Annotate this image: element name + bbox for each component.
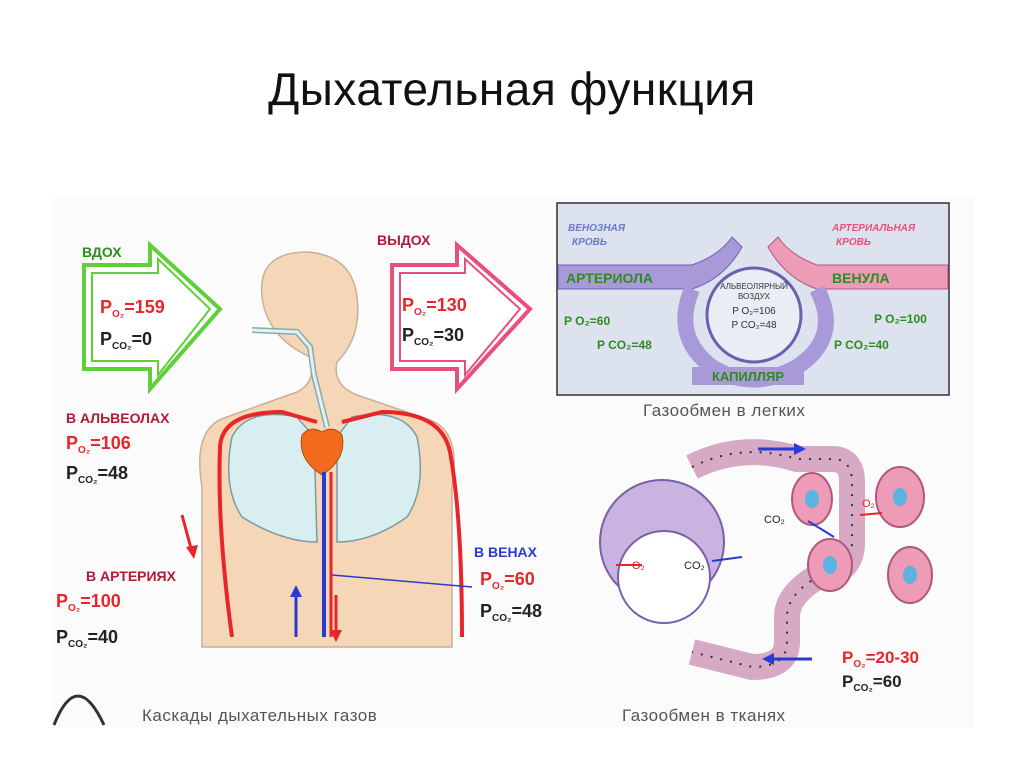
arteriole-po2: P O₂=60 bbox=[564, 314, 610, 328]
veins-values: В ВЕНАХ PO₂=60 PCO₂=48 bbox=[474, 544, 542, 624]
heart bbox=[300, 428, 344, 476]
alveolar-pco2: P CO₂=48 bbox=[731, 320, 777, 331]
flow-arrow-bottom-head bbox=[762, 653, 774, 665]
alveolus-cavity bbox=[617, 530, 711, 624]
arteriole-label: АРТЕРИОЛА bbox=[566, 270, 653, 286]
arterial-blood-label: АРТЕРИАЛЬНАЯ bbox=[831, 223, 916, 234]
alveoli-label: В АЛЬВЕОЛАХ bbox=[66, 410, 170, 426]
corner-arch bbox=[52, 694, 106, 726]
arteriole-pco2: P CO₂=48 bbox=[597, 338, 652, 352]
vein-pointer bbox=[331, 574, 473, 588]
tissue-pco2: PCO₂=60 bbox=[842, 672, 902, 694]
arterial-blood-label-2: КРОВЬ bbox=[836, 237, 871, 248]
alveolus bbox=[705, 266, 803, 364]
flow-arrow-top-head bbox=[794, 443, 806, 455]
venous-blood-label: ВЕНОЗНАЯ bbox=[568, 223, 626, 234]
tissue-co2-right: CO₂ bbox=[764, 514, 785, 526]
tissue-po2: PO₂=20-30 bbox=[842, 648, 919, 670]
exhale-po2: PO₂=130 bbox=[402, 295, 467, 318]
artery-right bbox=[341, 409, 464, 638]
venule-band bbox=[767, 236, 949, 290]
venous-blood-label-2: КРОВЬ bbox=[572, 237, 607, 248]
inhale-callout: ВДОХ PO₂=159 PCO₂=0 bbox=[82, 240, 223, 395]
capillary-label-bg bbox=[692, 367, 804, 385]
tissue-co2-left: CO₂ bbox=[684, 560, 705, 572]
exhale-callout: ВЫДОХ PO₂=130 PCO₂=30 bbox=[377, 232, 533, 395]
co2-right-arrow bbox=[807, 520, 835, 538]
arteries-pco2: PCO₂=40 bbox=[56, 627, 118, 650]
airway-inner bbox=[251, 328, 329, 428]
exhale-pco2: PCO₂=30 bbox=[402, 325, 464, 348]
o2-right-arrow bbox=[859, 512, 883, 516]
tissue-gas-exchange: CO₂ O₂ CO₂ O₂ PO₂=20-30 PCO₂=60 bbox=[599, 439, 933, 694]
venule-po2: P O₂=100 bbox=[874, 312, 927, 326]
slide-title: Дыхательная функция bbox=[268, 63, 756, 115]
tissue-caption: Газообмен в тканях bbox=[622, 706, 786, 725]
alveoli-pco2: PCO₂=48 bbox=[66, 463, 128, 486]
tissue-o2-right: O₂ bbox=[862, 498, 875, 510]
capillary-cells bbox=[691, 451, 853, 669]
alveoli-po2: PO₂=106 bbox=[66, 433, 131, 456]
body-figure bbox=[180, 251, 473, 648]
venule-pco2: P CO₂=40 bbox=[834, 338, 889, 352]
veins-label: В ВЕНАХ bbox=[474, 544, 538, 560]
exhale-label: ВЫДОХ bbox=[377, 232, 431, 248]
left-lung bbox=[227, 413, 318, 543]
tissue-cell-3-nucleus bbox=[893, 488, 907, 506]
alveolar-po2: P O₂=106 bbox=[732, 306, 776, 317]
respiratory-diagram: ВДОХ PO₂=159 PCO₂=0 ВЫДОХ PO₂=130 PCO₂=3… bbox=[52, 202, 950, 726]
inhale-po2: PO₂=159 bbox=[100, 297, 165, 320]
figure-panel: ВДОХ PO₂=159 PCO₂=0 ВЫДОХ PO₂=130 PCO₂=3… bbox=[52, 197, 974, 727]
inhale-label: ВДОХ bbox=[82, 244, 122, 260]
artery-arrow-head bbox=[186, 545, 198, 559]
body-caption: Каскады дыхательных газов bbox=[142, 706, 378, 725]
arteries-label: В АРТЕРИЯХ bbox=[86, 568, 177, 584]
lungs-gas-exchange: ВЕНОЗНАЯ КРОВЬ АРТЕРИАЛЬНАЯ КРОВЬ АРТЕРИ… bbox=[556, 202, 950, 396]
exhale-arrow bbox=[390, 240, 533, 395]
artery-left bbox=[217, 409, 318, 638]
veins-po2: PO₂=60 bbox=[480, 569, 535, 592]
capillary-label: КАПИЛЛЯР bbox=[712, 369, 784, 384]
right-lung bbox=[336, 413, 422, 543]
artery-arrow-shaft bbox=[180, 514, 194, 553]
up-arrow-head bbox=[290, 585, 302, 597]
alveolar-air-label: АЛЬВЕОЛЯРНЫЙ bbox=[720, 282, 788, 291]
inhale-arrow-inner bbox=[91, 256, 212, 378]
tissue-cell-4-nucleus bbox=[903, 566, 917, 584]
inhale-arrow bbox=[82, 240, 223, 395]
veins-pco2: PCO₂=48 bbox=[480, 601, 542, 624]
down-arrow-head bbox=[330, 630, 342, 642]
venule-label: ВЕНУЛА bbox=[832, 270, 890, 286]
arteries-po2: PO₂=100 bbox=[56, 591, 121, 614]
alveoli-values: В АЛЬВЕОЛАХ PO₂=106 PCO₂=48 bbox=[66, 410, 170, 486]
tissue-cell-1-nucleus bbox=[805, 490, 819, 508]
inhale-pco2: PCO₂=0 bbox=[100, 329, 152, 352]
alveolar-air-label-2: ВОЗДУХ bbox=[738, 292, 771, 301]
lungs-caption: Газообмен в легких bbox=[643, 401, 806, 420]
arteriole-band bbox=[557, 236, 743, 290]
exhale-arrow-inner bbox=[399, 256, 522, 378]
co2-left-arrow bbox=[711, 556, 743, 562]
tissue-cell-2-nucleus bbox=[823, 556, 837, 574]
arteries-values: В АРТЕРИЯХ PO₂=100 PCO₂=40 bbox=[56, 568, 177, 650]
